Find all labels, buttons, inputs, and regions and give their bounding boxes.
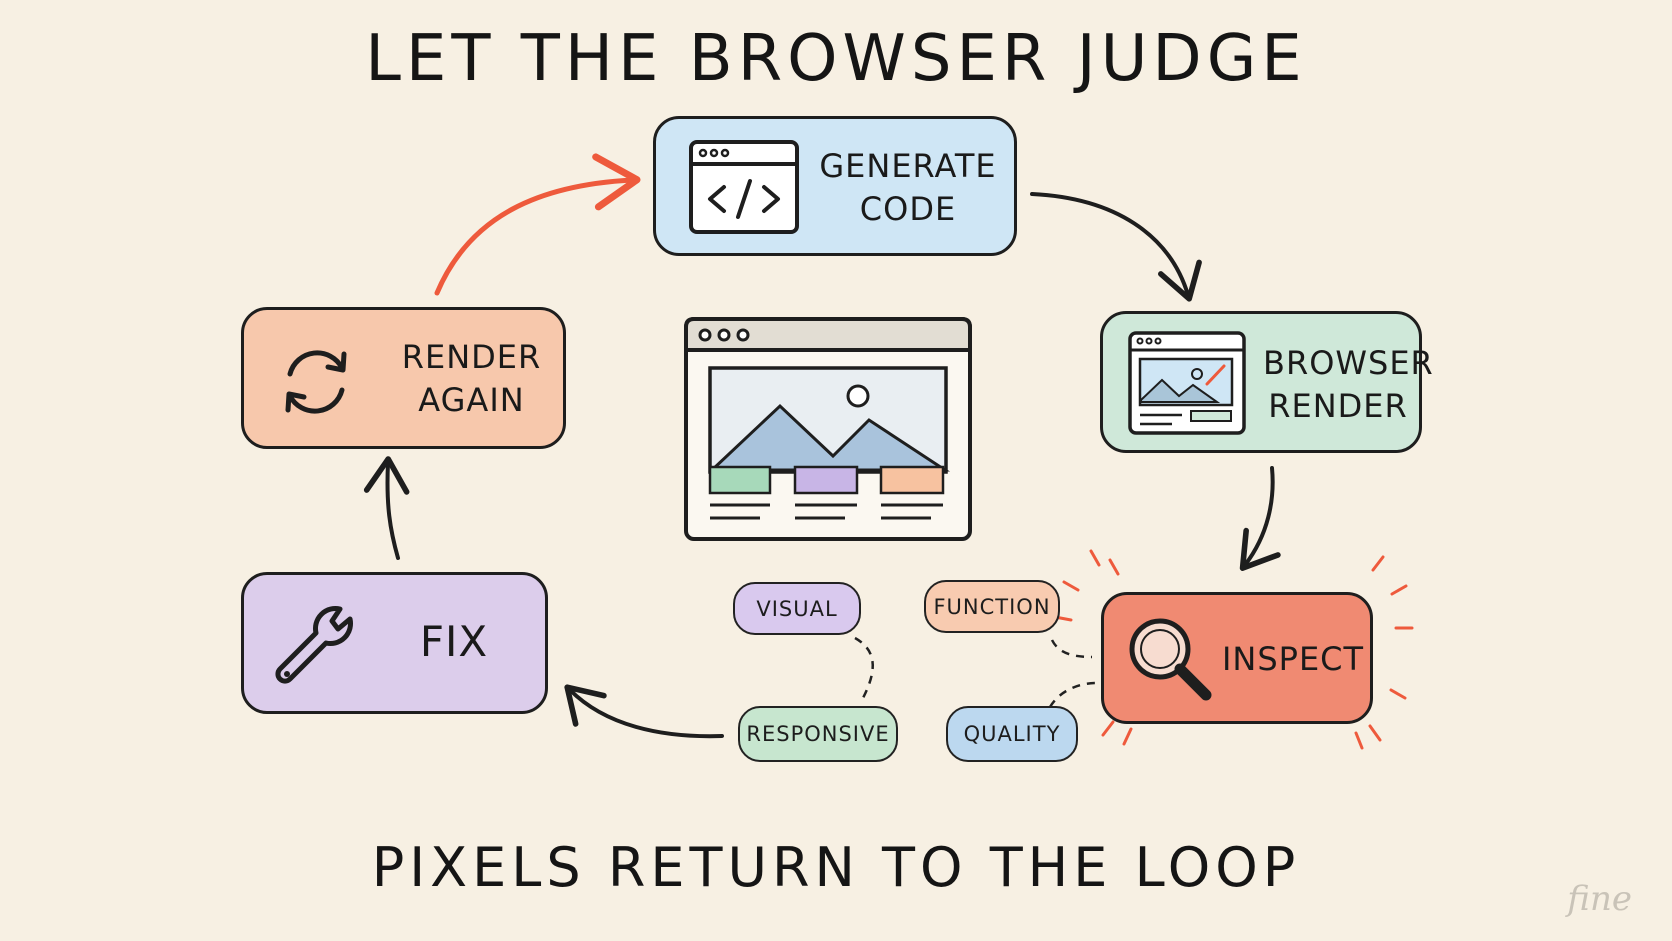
- code-window-icon: [689, 140, 799, 234]
- refresh-icon: [285, 350, 347, 414]
- visual-chip: VISUAL: [733, 582, 861, 635]
- inspect-node: INSPECT: [1101, 592, 1373, 724]
- inspect-burst: [1053, 549, 1414, 750]
- arrow-responsive-to-fix: [564, 684, 724, 739]
- generate-code-node: GENERATE CODE: [653, 116, 1017, 256]
- inspect-line1: INSPECT: [1221, 640, 1365, 678]
- browser-image-icon: [1128, 331, 1246, 435]
- generate-code-line2: CODE: [859, 190, 957, 228]
- fix-label: FIX: [394, 620, 514, 663]
- function-chip: FUNCTION: [924, 580, 1060, 633]
- generate-code-label: GENERATE CODE: [818, 145, 998, 231]
- render-again-line2: AGAIN: [418, 381, 525, 419]
- browser-render-line1: BROWSER: [1263, 344, 1434, 382]
- generate-code-line1: GENERATE: [819, 147, 997, 185]
- fix-line1: FIX: [419, 617, 489, 666]
- browser-render-label: BROWSER RENDER: [1263, 342, 1434, 428]
- arrow-browser-render-to-inspect: [1239, 466, 1281, 571]
- diagram-footer: PIXELS RETURN TO THE LOOP: [371, 836, 1301, 899]
- browser-render-line2: RENDER: [1268, 387, 1408, 425]
- render-again-line1: RENDER: [401, 338, 542, 376]
- render-again-node: RENDER AGAIN: [241, 307, 566, 449]
- fix-node: FIX: [241, 572, 548, 714]
- dash-visual-responsive: [854, 636, 874, 701]
- magnifier-icon: [1129, 618, 1212, 701]
- dash-function-inspect: [1050, 639, 1093, 659]
- watermark: fine: [1567, 879, 1632, 919]
- dash-quality-inspect: [1048, 681, 1097, 708]
- inspect-label: INSPECT: [1218, 638, 1368, 681]
- responsive-chip: RESPONSIVE: [738, 706, 898, 762]
- diagram-title: LET THE BROWSER JUDGE: [365, 22, 1307, 96]
- arrow-render-again-to-generate: [434, 153, 641, 296]
- arrow-fix-to-render-again: [363, 456, 410, 560]
- quality-chip: QUALITY: [946, 706, 1078, 762]
- wrench-icon: [275, 606, 353, 684]
- render-again-label: RENDER AGAIN: [394, 336, 549, 422]
- browser-mockup-icon: [684, 317, 972, 541]
- arrow-generate-to-browser-render: [1030, 192, 1202, 302]
- browser-render-node: BROWSER RENDER: [1100, 311, 1434, 453]
